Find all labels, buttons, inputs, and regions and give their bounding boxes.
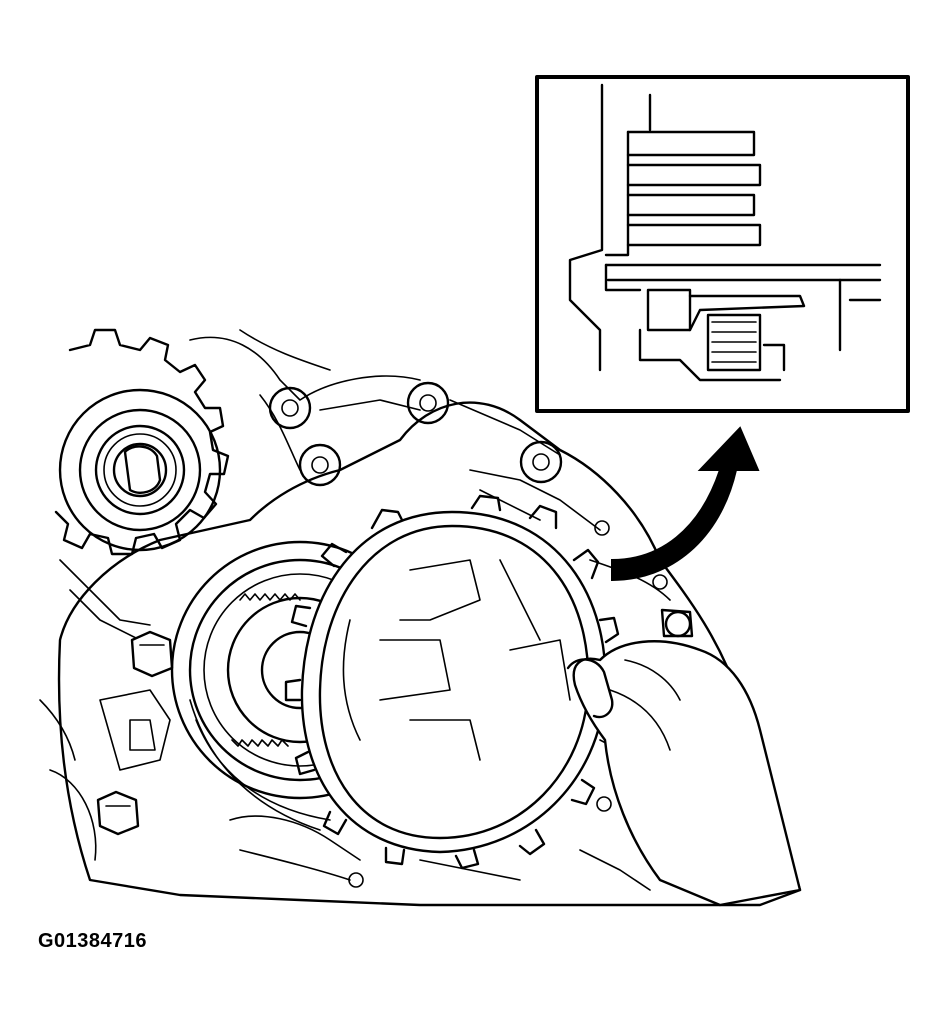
- case-boss: [406, 381, 450, 425]
- case-hole: [596, 796, 612, 812]
- counter-gear: [54, 328, 230, 641]
- inset-detail: [535, 75, 910, 413]
- transmission-case: [39, 329, 802, 907]
- curved-arrow: [611, 426, 760, 582]
- case-boss: [268, 386, 312, 430]
- figure-code: G01384716: [38, 930, 148, 952]
- case-boss-hole: [532, 453, 550, 471]
- bolt: [96, 630, 174, 836]
- case-hole: [652, 574, 668, 590]
- case-boss: [298, 443, 342, 487]
- case-hole: [348, 872, 364, 888]
- case-hole: [594, 520, 610, 536]
- clutch-disc-ring: [284, 494, 620, 870]
- case-boss-hole: [311, 456, 329, 474]
- case-boss-hole: [419, 394, 437, 412]
- hand: [566, 640, 802, 907]
- case-boss-hole: [281, 399, 299, 417]
- case-boss: [519, 440, 563, 484]
